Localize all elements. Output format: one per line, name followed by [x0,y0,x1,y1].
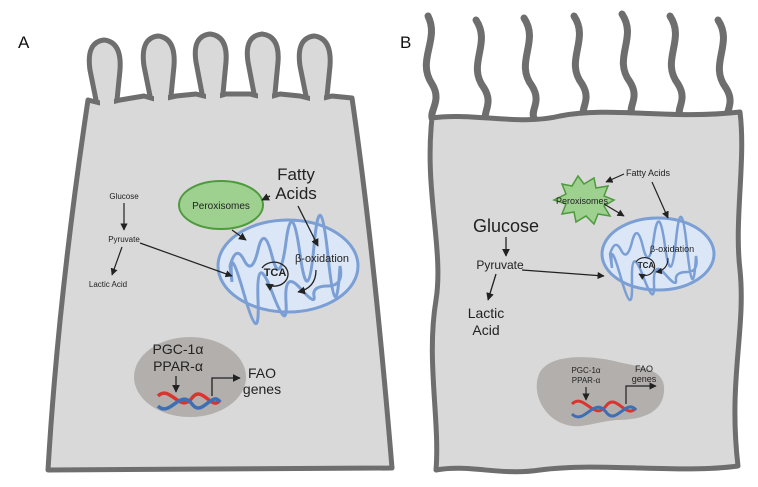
fao-b-line1: FAO [635,364,653,374]
ppar-b-label: PPAR-α [572,376,601,385]
gene-b-arrow [625,382,657,404]
mitochondrion-a [216,218,360,314]
ppar-a-label: PPAR-α [153,358,203,374]
lactic-b-line1: Lactic [468,305,505,321]
pgc-a-label: PGC-1α [153,341,204,357]
tca-a-cycle [261,261,289,291]
cell-b-body [427,109,745,475]
tca-a-label: TCA [264,267,287,279]
mitochondrion-a-cristae [228,213,343,326]
perox-to-mito-b-arrow [603,203,625,217]
panel-a-letter: A [18,33,30,52]
panel-b-letter: B [400,33,411,52]
perox-to-mito-a-arrow [231,229,247,241]
peroxisome-a-label: Peroxisomes [192,201,250,212]
pyruvate-mito-a-arrow [139,242,233,278]
fa-to-perox-a-arrow [261,193,271,201]
fao-a-line1: FAO [248,365,276,381]
tca-b-label: TCA [638,261,655,270]
dna-b [570,399,638,419]
pyruvate-a-label: Pyruvate [108,235,140,244]
nucleus-a [134,337,246,417]
lactic-b-line2: Acid [472,322,499,338]
pyruvate-b-label: Pyruvate [476,258,524,272]
peroxisome-b-label: Peroxisomes [556,196,609,206]
mitochondrion-b [600,216,716,292]
gene-a-arrow [211,374,241,396]
cell-a-villi-fill [100,62,324,110]
fatty-acids-a-line2: Acids [275,184,317,203]
beta-ox-b-arrow [655,257,669,275]
glucose-b-label: Glucose [473,216,539,236]
nucleus-b [536,357,665,427]
beta-ox-a-arrow [297,269,317,295]
fatty-acids-b-label: Fatty Acids [626,168,671,178]
peroxisome-a [178,180,264,230]
fatty-acids-a-line1: Fatty [277,165,315,184]
beta-oxidation-a-label: β-oxidation [295,253,349,265]
fao-b-line2: genes [632,374,657,384]
pyruvate-mito-b-arrow [521,269,605,280]
dna-a [156,391,222,411]
tca-b-cycle [635,257,656,280]
fao-a-line2: genes [243,381,281,397]
fa-to-mito-a-arrow [297,205,319,247]
glucose-a-label: Glucose [109,192,139,201]
mitochondrion-b-cristae [608,215,698,302]
pyruvate-lactic-a-arrow [110,246,123,276]
peroxisome-b [552,174,616,226]
cell-b-microvilli [422,10,734,126]
panel-b: B Peroxisomes TCA β-oxidation Fatty Acid… [400,10,745,475]
pgc-b-label: PGC-1α [571,366,600,375]
fa-to-perox-b-arrow [605,173,625,183]
lactic-acid-a-label: Lactic Acid [89,280,127,289]
beta-oxidation-b-label: β-oxidation [650,244,694,254]
pyruvate-lactic-b-arrow [486,273,497,301]
panel-a: A Peroxisomes TCA β-oxidation [18,31,395,473]
fa-to-mito-b-arrow [651,181,669,219]
